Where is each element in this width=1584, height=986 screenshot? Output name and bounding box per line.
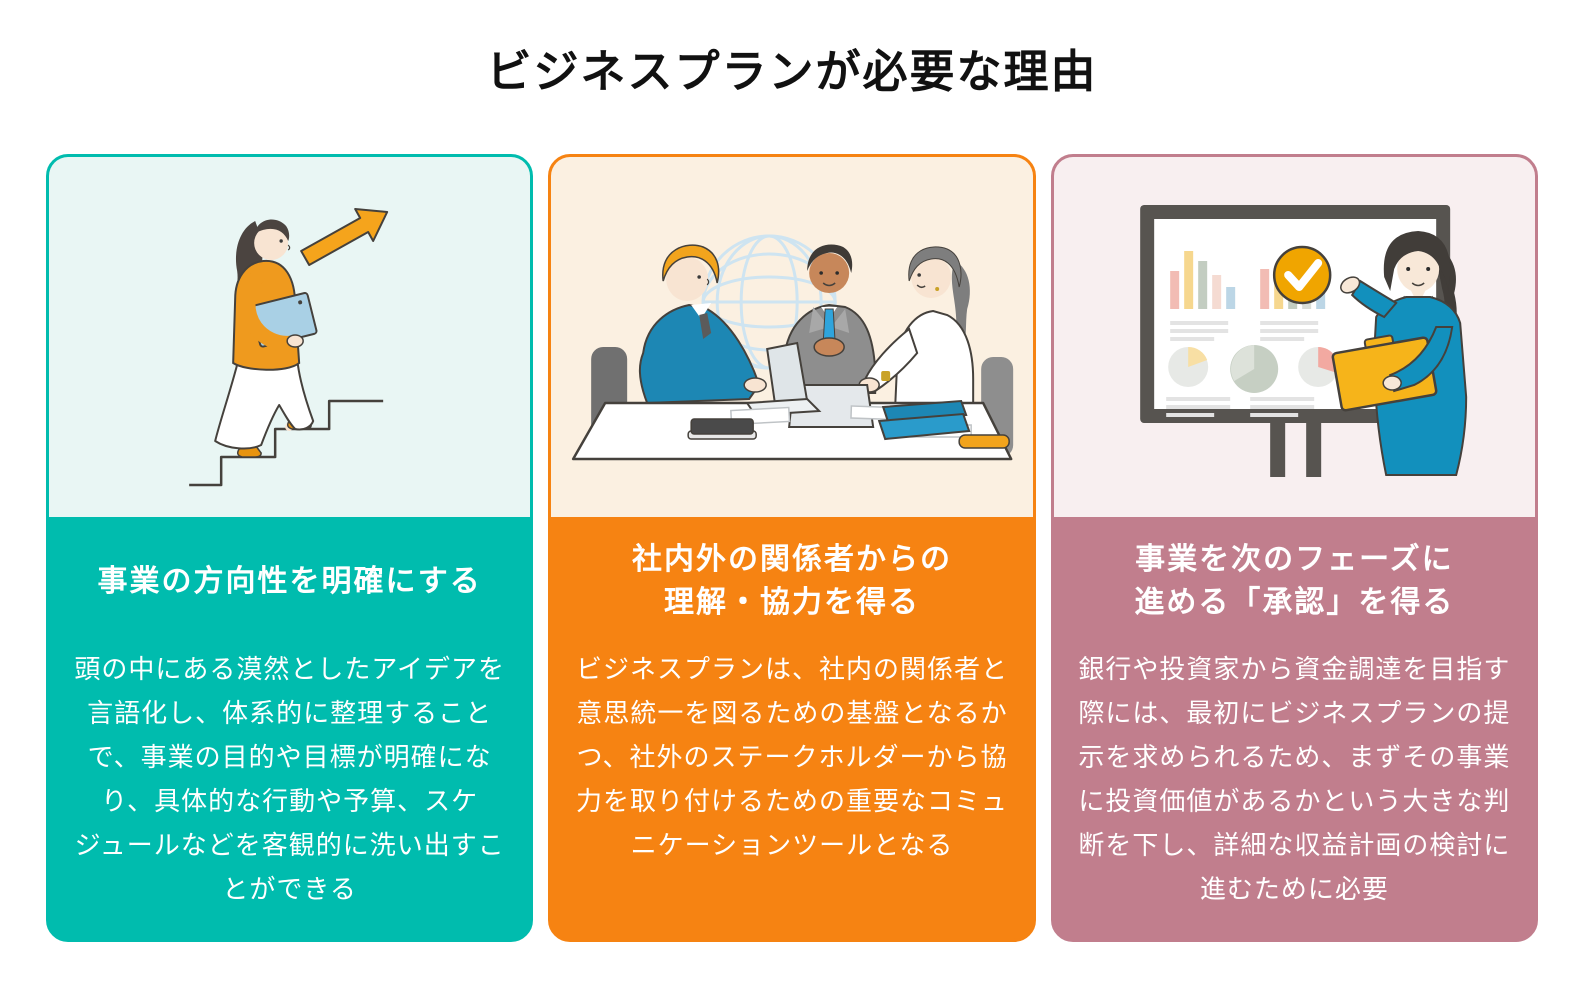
yellow-clipboard-icon bbox=[1331, 334, 1438, 412]
stairs-illustration bbox=[189, 208, 389, 487]
card-text-section: 事業を次のフェーズに 進める「承認」を得る 銀行や投資家から資金調達を目指す 際… bbox=[1054, 517, 1535, 939]
card-body: 頭の中にある漠然としたアイデアを 言語化し、体系的に整理すること で、事業の目的… bbox=[74, 654, 506, 904]
presenter-figure bbox=[1331, 231, 1467, 476]
up-right-arrow-icon bbox=[300, 208, 389, 266]
card-body: 銀行や投資家から資金調達を目指す 際には、最初にビジネスプランの提 示を求められ… bbox=[1078, 654, 1511, 904]
card-body: ビジネスプランは、社内の関係者と 意思統一を図るための基盤となるか つ、社外のス… bbox=[575, 654, 1008, 860]
illustration-business-meeting bbox=[551, 157, 1033, 517]
staircase-icon bbox=[189, 399, 384, 487]
pie-chart-icons bbox=[1167, 345, 1338, 393]
card-heading: 事業を次のフェーズに 進める「承認」を得る bbox=[1134, 543, 1455, 619]
presentation-illustration bbox=[1139, 205, 1467, 477]
card-clarify-direction: 事業の方向性を明確にする 頭の中にある漠然としたアイデアを 言語化し、体系的に整… bbox=[46, 154, 534, 942]
card-approval-next-phase: 事業を次のフェーズに 進める「承認」を得る 銀行や投資家から資金調達を目指す 際… bbox=[1050, 154, 1538, 942]
desk-items bbox=[687, 341, 1011, 449]
illustration-presentation bbox=[1053, 157, 1535, 517]
businesswoman-white-blouse bbox=[858, 246, 975, 415]
page-title: ビジネスプランが必要な理由 bbox=[486, 46, 1098, 97]
meeting-illustration bbox=[572, 234, 1014, 461]
card-heading: 社内外の関係者からの 理解・協力を得る bbox=[631, 543, 952, 619]
card-heading: 事業の方向性を明確にする bbox=[97, 564, 482, 598]
businessman-gray-suit bbox=[782, 244, 877, 394]
card-text-section: 社内外の関係者からの 理解・協力を得る ビジネスプランは、社内の関係者と 意思統… bbox=[551, 517, 1032, 939]
infographic: ビジネスプランが必要な理由 bbox=[46, 46, 1538, 942]
card-text-section: 事業の方向性を明確にする 頭の中にある漠然としたアイデアを 言語化し、体系的に整… bbox=[49, 517, 530, 939]
illustration-woman-climbing-stairs bbox=[49, 157, 531, 517]
businesswoman-figure bbox=[214, 219, 318, 458]
approval-checkmark-icon bbox=[1272, 245, 1332, 305]
businessman-blue-suit bbox=[639, 244, 768, 405]
cards-row: 事業の方向性を明確にする 頭の中にある漠然としたアイデアを 言語化し、体系的に整… bbox=[46, 154, 1538, 942]
board-text-lines bbox=[1165, 321, 1318, 417]
card-stakeholder-cooperation: 社内外の関係者からの 理解・協力を得る ビジネスプランは、社内の関係者と 意思統… bbox=[548, 154, 1036, 942]
